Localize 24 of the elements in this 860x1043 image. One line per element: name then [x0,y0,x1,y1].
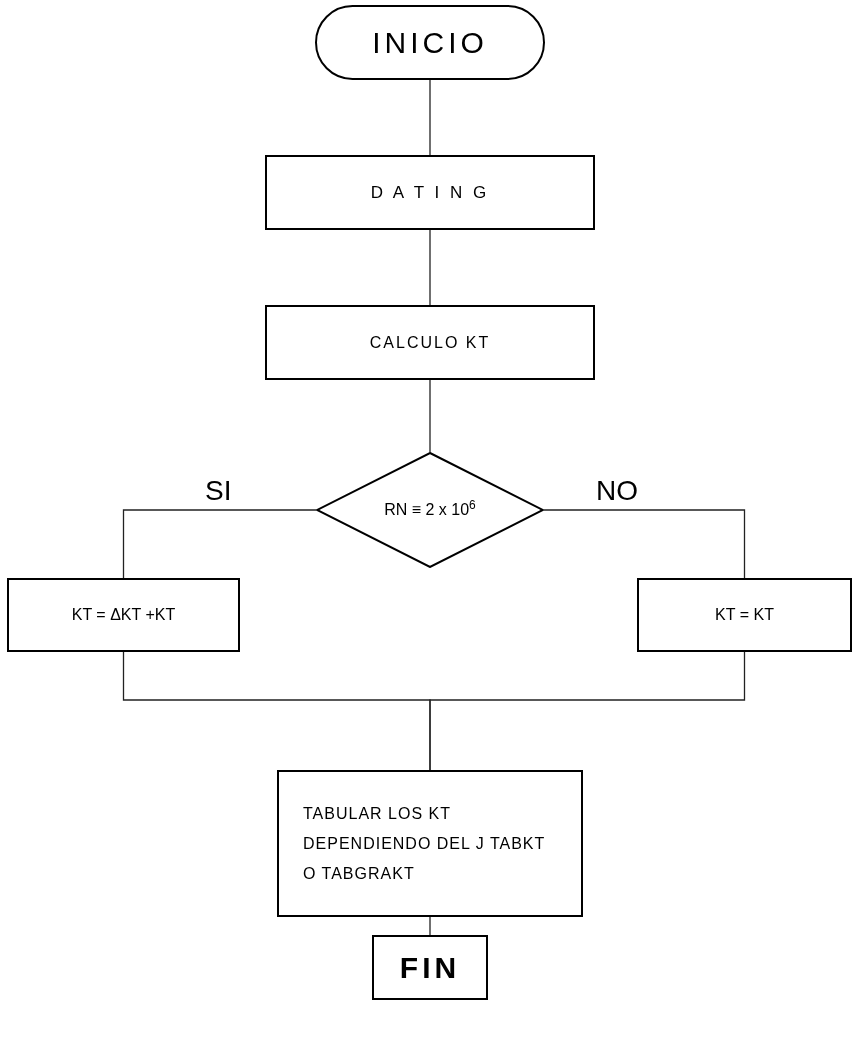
node-text: KT = ΔKT +KT [71,605,176,625]
node-text: TABULAR LOS KT DEPENDIENDO DEL J TABKT O TABGRAKT [302,803,546,884]
process-box [277,770,583,917]
branch-label: NO [596,474,638,508]
branch-label: SI [205,474,232,508]
node-text: CALCULO KT [369,332,491,353]
process-box [7,578,240,652]
connector-line [429,79,431,156]
node-text: D A T I N G [370,181,490,204]
connector-line [429,651,746,771]
decision-diamond [316,452,544,568]
node-text: FIN [399,950,461,986]
node-text: RN ≡ 2 x 10$^{6}$ [384,498,476,520]
connector-line [543,509,746,579]
connector-line [122,509,317,579]
process-box [372,935,488,1000]
node-text: INICIO [372,25,488,61]
node-text: KT = KT [715,605,774,625]
process-box [265,155,595,230]
process-box [265,305,595,380]
connector-line [429,379,431,453]
process-box [637,578,852,652]
connector-line [429,916,431,936]
connector-line [429,229,431,306]
